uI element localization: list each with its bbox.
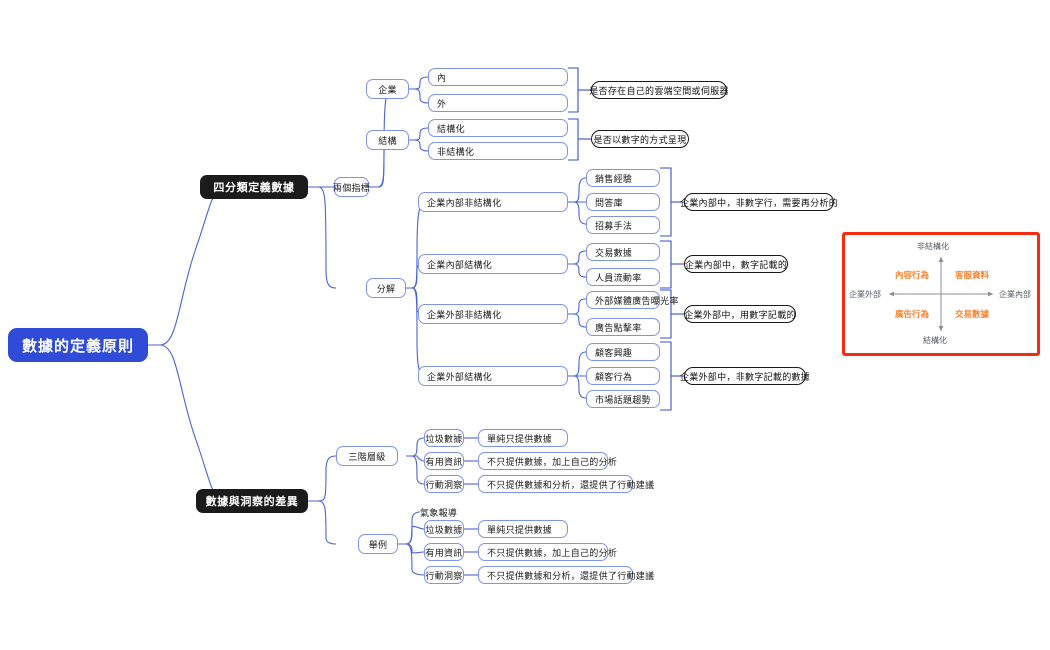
group-node-internal-unstructured[interactable]: 企業內部非結構化 [418,192,568,212]
leaf-node[interactable]: 外部媒體廣告曝光率 [586,291,678,309]
summary-node[interactable]: 企業外部中，用數字記載的 [684,305,796,323]
leaf-node[interactable]: 不只提供數據和分析，還提供了行動建議 [478,566,654,584]
summary-node[interactable]: 企業內部中，數字記載的 [684,255,788,273]
quadrant-axes [888,256,994,332]
branch-node-data-vs-insight[interactable]: 數據與洞察的差異 [196,489,308,513]
group-node-external-unstructured[interactable]: 企業外部非結構化 [418,304,568,324]
leaf-node[interactable]: 問答庫 [586,193,660,211]
axis-label-bottom: 結構化 [923,336,947,345]
group-label-structure[interactable]: 結構 [366,130,409,150]
leaf-node[interactable]: 單純只提供數據 [478,429,568,447]
example-heading: 氣象報導 [420,508,458,519]
leaf-node[interactable]: 垃圾數據 [424,429,464,447]
leaf-node[interactable]: 市場話題趨勢 [586,390,660,408]
summary-node[interactable]: 企業內部中，非數字行，需要再分析的 [680,193,838,211]
axis-label-right: 企業內部 [999,290,1031,299]
leaf-node[interactable]: 顧客行為 [586,367,660,385]
leaf-node[interactable]: 結構化 [428,119,568,137]
quadrant-item-bottom-right: 交易數據 [955,310,990,320]
summary-node[interactable]: 是否以數字的方式呈現 [591,130,689,148]
leaf-node[interactable]: 行動洞察 [424,475,464,493]
leaf-node[interactable]: 人員流動率 [586,268,660,286]
leaf-node[interactable]: 非結構化 [428,142,568,160]
node-example[interactable]: 舉例 [358,534,398,554]
axis-label-left: 企業外部 [849,290,881,299]
quadrant-item-bottom-left: 廣告行為 [895,310,930,320]
leaf-node[interactable]: 招募手法 [586,216,660,234]
leaf-node[interactable]: 銷售經驗 [586,169,660,187]
root-node[interactable]: 數據的定義原則 [8,328,148,362]
leaf-node[interactable]: 垃圾數據 [424,520,464,538]
summary-node[interactable]: 是否存在自己的雲端空間或伺服器 [589,81,728,99]
leaf-node[interactable]: 顧客興趣 [586,343,660,361]
leaf-node[interactable]: 行動洞察 [424,566,464,584]
node-three-levels[interactable]: 三階層級 [336,446,398,466]
node-decompose[interactable]: 分解 [366,278,406,298]
node-two-indicators[interactable]: 兩個指標 [333,177,370,197]
axis-label-top: 非結構化 [917,242,949,251]
quadrant-diagram: 非結構化 結構化 企業外部 企業內部 內容行為 客服資料 廣告行為 交易數據 [842,232,1040,356]
leaf-node[interactable]: 交易數據 [586,243,660,261]
branch-node-four-category[interactable]: 四分類定義數據 [200,175,308,199]
quadrant-item-top-right: 客服資料 [955,271,990,281]
leaf-node[interactable]: 不只提供數據和分析，還提供了行動建議 [478,475,654,493]
group-label-enterprise[interactable]: 企業 [366,79,409,99]
leaf-node[interactable]: 不只提供數據，加上自己的分析 [478,543,617,561]
leaf-node[interactable]: 內 [428,68,568,86]
leaf-node[interactable]: 單純只提供數據 [478,520,568,538]
group-node-external-structured[interactable]: 企業外部結構化 [418,366,568,386]
leaf-node[interactable]: 有用資訊 [424,543,464,561]
quadrant-item-top-left: 內容行為 [895,271,930,281]
leaf-node[interactable]: 外 [428,94,568,112]
leaf-node[interactable]: 不只提供數據，加上自己的分析 [478,452,617,470]
summary-node[interactable]: 企業外部中，非數字記載的數據 [680,367,810,385]
leaf-node[interactable]: 有用資訊 [424,452,464,470]
leaf-node[interactable]: 廣告點擊率 [586,318,660,336]
group-node-internal-structured[interactable]: 企業內部結構化 [418,254,568,274]
